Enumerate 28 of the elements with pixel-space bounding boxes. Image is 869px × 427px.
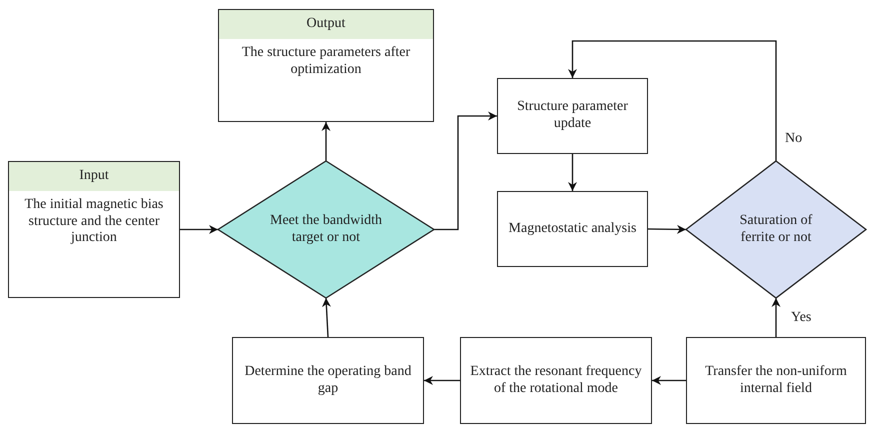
- arrow: [180, 225, 218, 234]
- process-box: [232, 337, 424, 424]
- arrow: [322, 122, 330, 161]
- arrow: [322, 298, 331, 338]
- box-heading: Input: [9, 162, 179, 191]
- box-text: The structure parameters after optimization: [240, 44, 412, 78]
- arrow: [568, 154, 577, 191]
- arrow: [772, 298, 780, 337]
- process-box: [460, 337, 652, 424]
- box-text: Extract the resonant frequency of the rotational mode: [469, 364, 643, 398]
- decision-text: Meet the bandwidth target or not: [269, 212, 383, 246]
- decision-text: Saturation of ferrite or not: [738, 212, 814, 246]
- box-text: Transfer the non-uniform internal field: [704, 364, 848, 398]
- process-box: [497, 191, 648, 267]
- box-heading: Output: [219, 10, 433, 39]
- io-box: [8, 161, 180, 298]
- box-text: The initial magnetic bias structure and the center junction: [24, 196, 164, 248]
- box-text: Determine the operating band gap: [244, 364, 412, 398]
- arrow: [424, 376, 460, 385]
- box-text: Magnetostatic analysis: [508, 220, 638, 238]
- arrow: [434, 112, 497, 230]
- arrow: [568, 40, 777, 161]
- box-text: Structure parameter update: [516, 99, 629, 133]
- process-box: [497, 78, 648, 154]
- arrow: [648, 224, 686, 234]
- arrow: [652, 376, 686, 385]
- io-box: [218, 9, 434, 122]
- process-box: [686, 337, 866, 424]
